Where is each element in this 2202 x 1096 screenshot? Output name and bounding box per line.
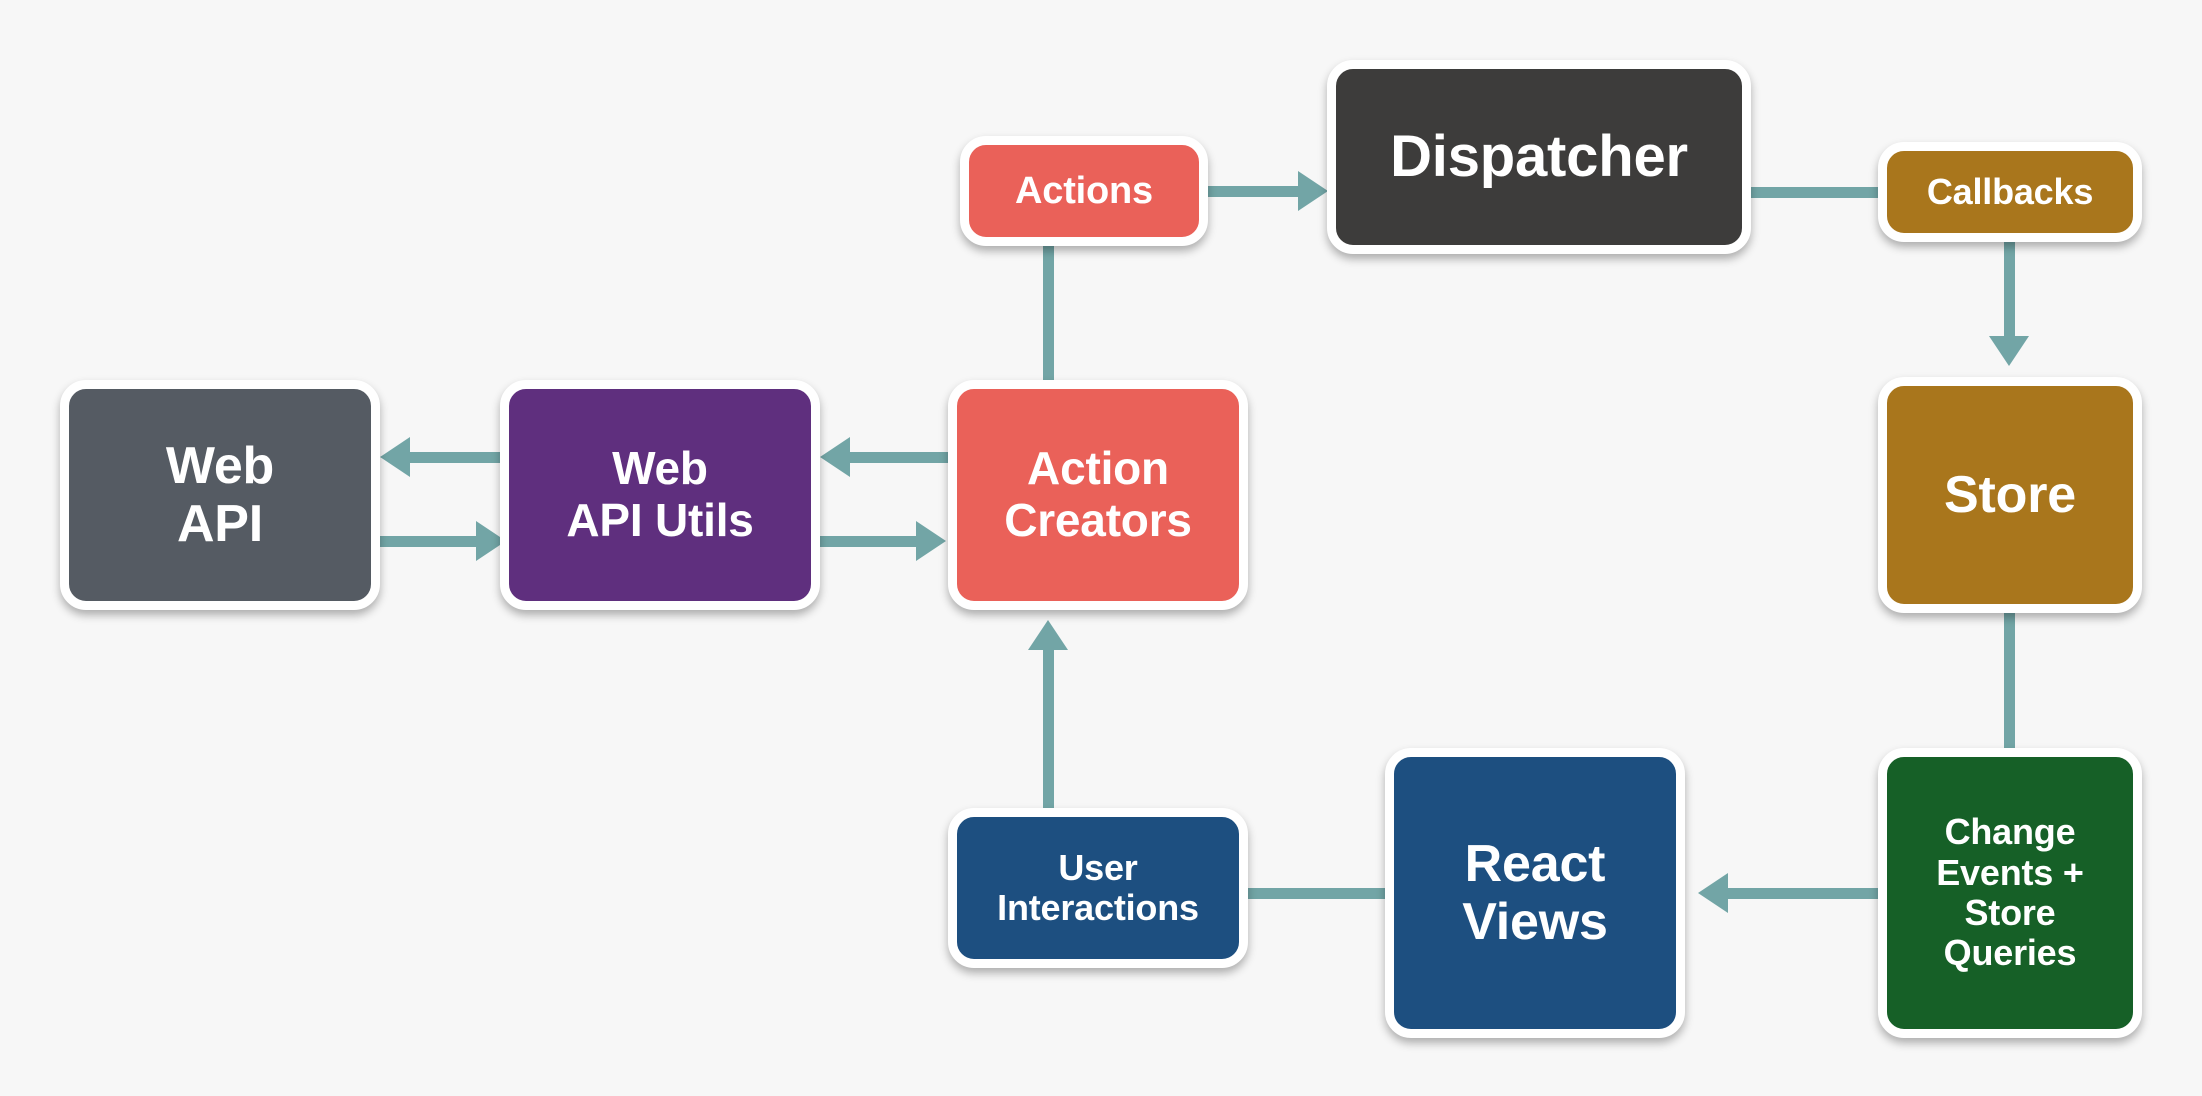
connector-change-events-to-react-views <box>1728 888 1880 899</box>
node-react-views[interactable]: React Views <box>1385 748 1685 1038</box>
node-callbacks[interactable]: Callbacks <box>1878 142 2142 242</box>
node-web-api-utils-label: Web API Utils <box>566 442 754 546</box>
node-user-interactions-label: User Interactions <box>997 846 1199 928</box>
node-actions-label: Actions <box>1015 169 1153 212</box>
connector-dispatcher-to-callbacks <box>1751 187 1880 198</box>
node-actions[interactable]: Actions <box>960 136 1208 246</box>
node-change-events-store-queries-label: Change Events + Store Queries <box>1936 811 2084 974</box>
node-store-label: Store <box>1944 465 2076 524</box>
node-react-views-label: React Views <box>1462 834 1608 951</box>
node-user-interactions[interactable]: User Interactions <box>948 808 1248 968</box>
connector-store-to-change-events <box>2004 613 2015 750</box>
node-store[interactable]: Store <box>1878 377 2142 613</box>
node-dispatcher[interactable]: Dispatcher <box>1327 60 1751 254</box>
node-action-creators-label: Action Creators <box>1004 442 1192 546</box>
node-web-api-label: Web API <box>165 436 275 553</box>
arrowhead-web-api-utils-to-action-creators <box>916 521 946 561</box>
node-change-events-store-queries[interactable]: Change Events + Store Queries <box>1878 748 2142 1038</box>
node-web-api-utils[interactable]: Web API Utils <box>500 380 820 610</box>
node-web-api[interactable]: Web API <box>60 380 380 610</box>
node-callbacks-label: Callbacks <box>1926 170 2094 212</box>
connector-callbacks-to-store <box>2004 242 2015 342</box>
connector-web-api-to-web-api-utils <box>380 536 478 547</box>
arrowhead-actions-to-dispatcher <box>1298 171 1328 211</box>
connector-actions-to-dispatcher <box>1208 186 1302 197</box>
connector-action-creators-to-actions <box>1043 246 1054 382</box>
connector-react-views-to-user-interactions <box>1248 888 1386 899</box>
arrowhead-web-api-utils-to-web-api <box>380 437 410 477</box>
connector-web-api-utils-to-action-creators <box>820 536 918 547</box>
node-action-creators[interactable]: Action Creators <box>948 380 1248 610</box>
connector-user-interactions-to-action-creators <box>1043 648 1054 810</box>
arrowhead-change-events-to-react-views <box>1698 873 1728 913</box>
arrowhead-callbacks-to-store <box>1989 336 2029 366</box>
connector-web-api-utils-to-web-api <box>410 452 508 463</box>
arrowhead-action-creators-to-web-api-utils <box>820 437 850 477</box>
connector-action-creators-to-web-api-utils <box>850 452 948 463</box>
node-dispatcher-label: Dispatcher <box>1390 123 1688 189</box>
arrowhead-user-interactions-to-action-creators <box>1028 620 1068 650</box>
